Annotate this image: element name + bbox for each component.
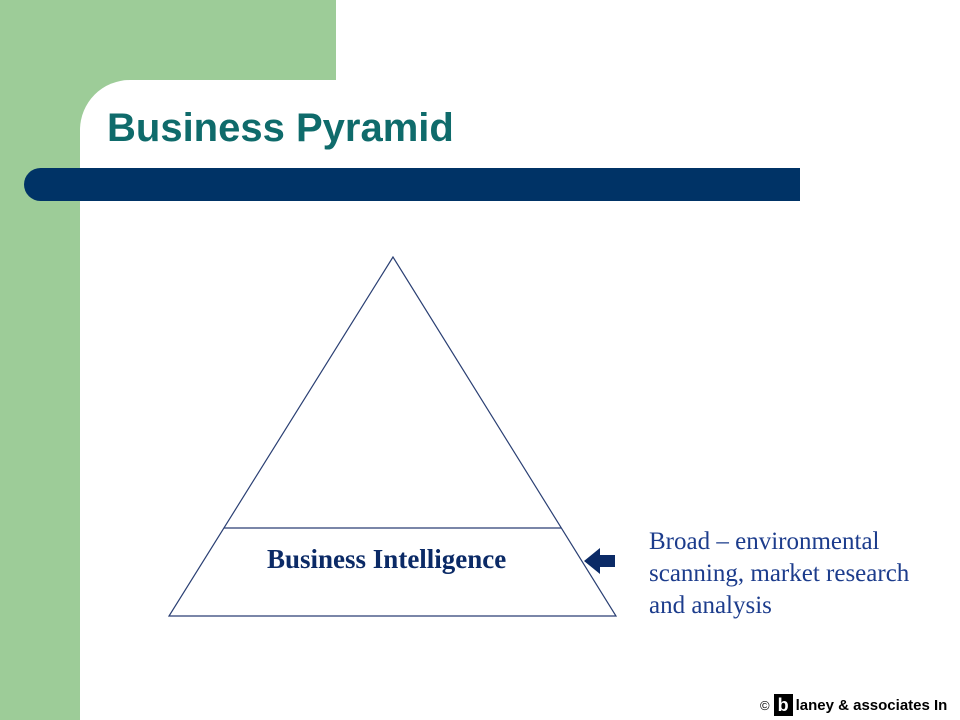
company-name: laney & associates In bbox=[795, 696, 948, 714]
slide-title: Business Pyramid bbox=[107, 106, 454, 150]
sidebar-green-left bbox=[0, 0, 80, 720]
pyramid-triangle bbox=[167, 255, 618, 617]
pyramid-tier-label: Business Intelligence bbox=[267, 544, 507, 574]
copyright-symbol: © bbox=[760, 697, 770, 713]
tier-description: Broad – environmental scanning, market r… bbox=[649, 528, 910, 619]
footer-copyright: © b laney & associates In bbox=[760, 690, 960, 720]
company-logo: b bbox=[773, 694, 793, 716]
title-underline-bar bbox=[24, 168, 800, 201]
arrow-left-icon bbox=[584, 548, 615, 574]
